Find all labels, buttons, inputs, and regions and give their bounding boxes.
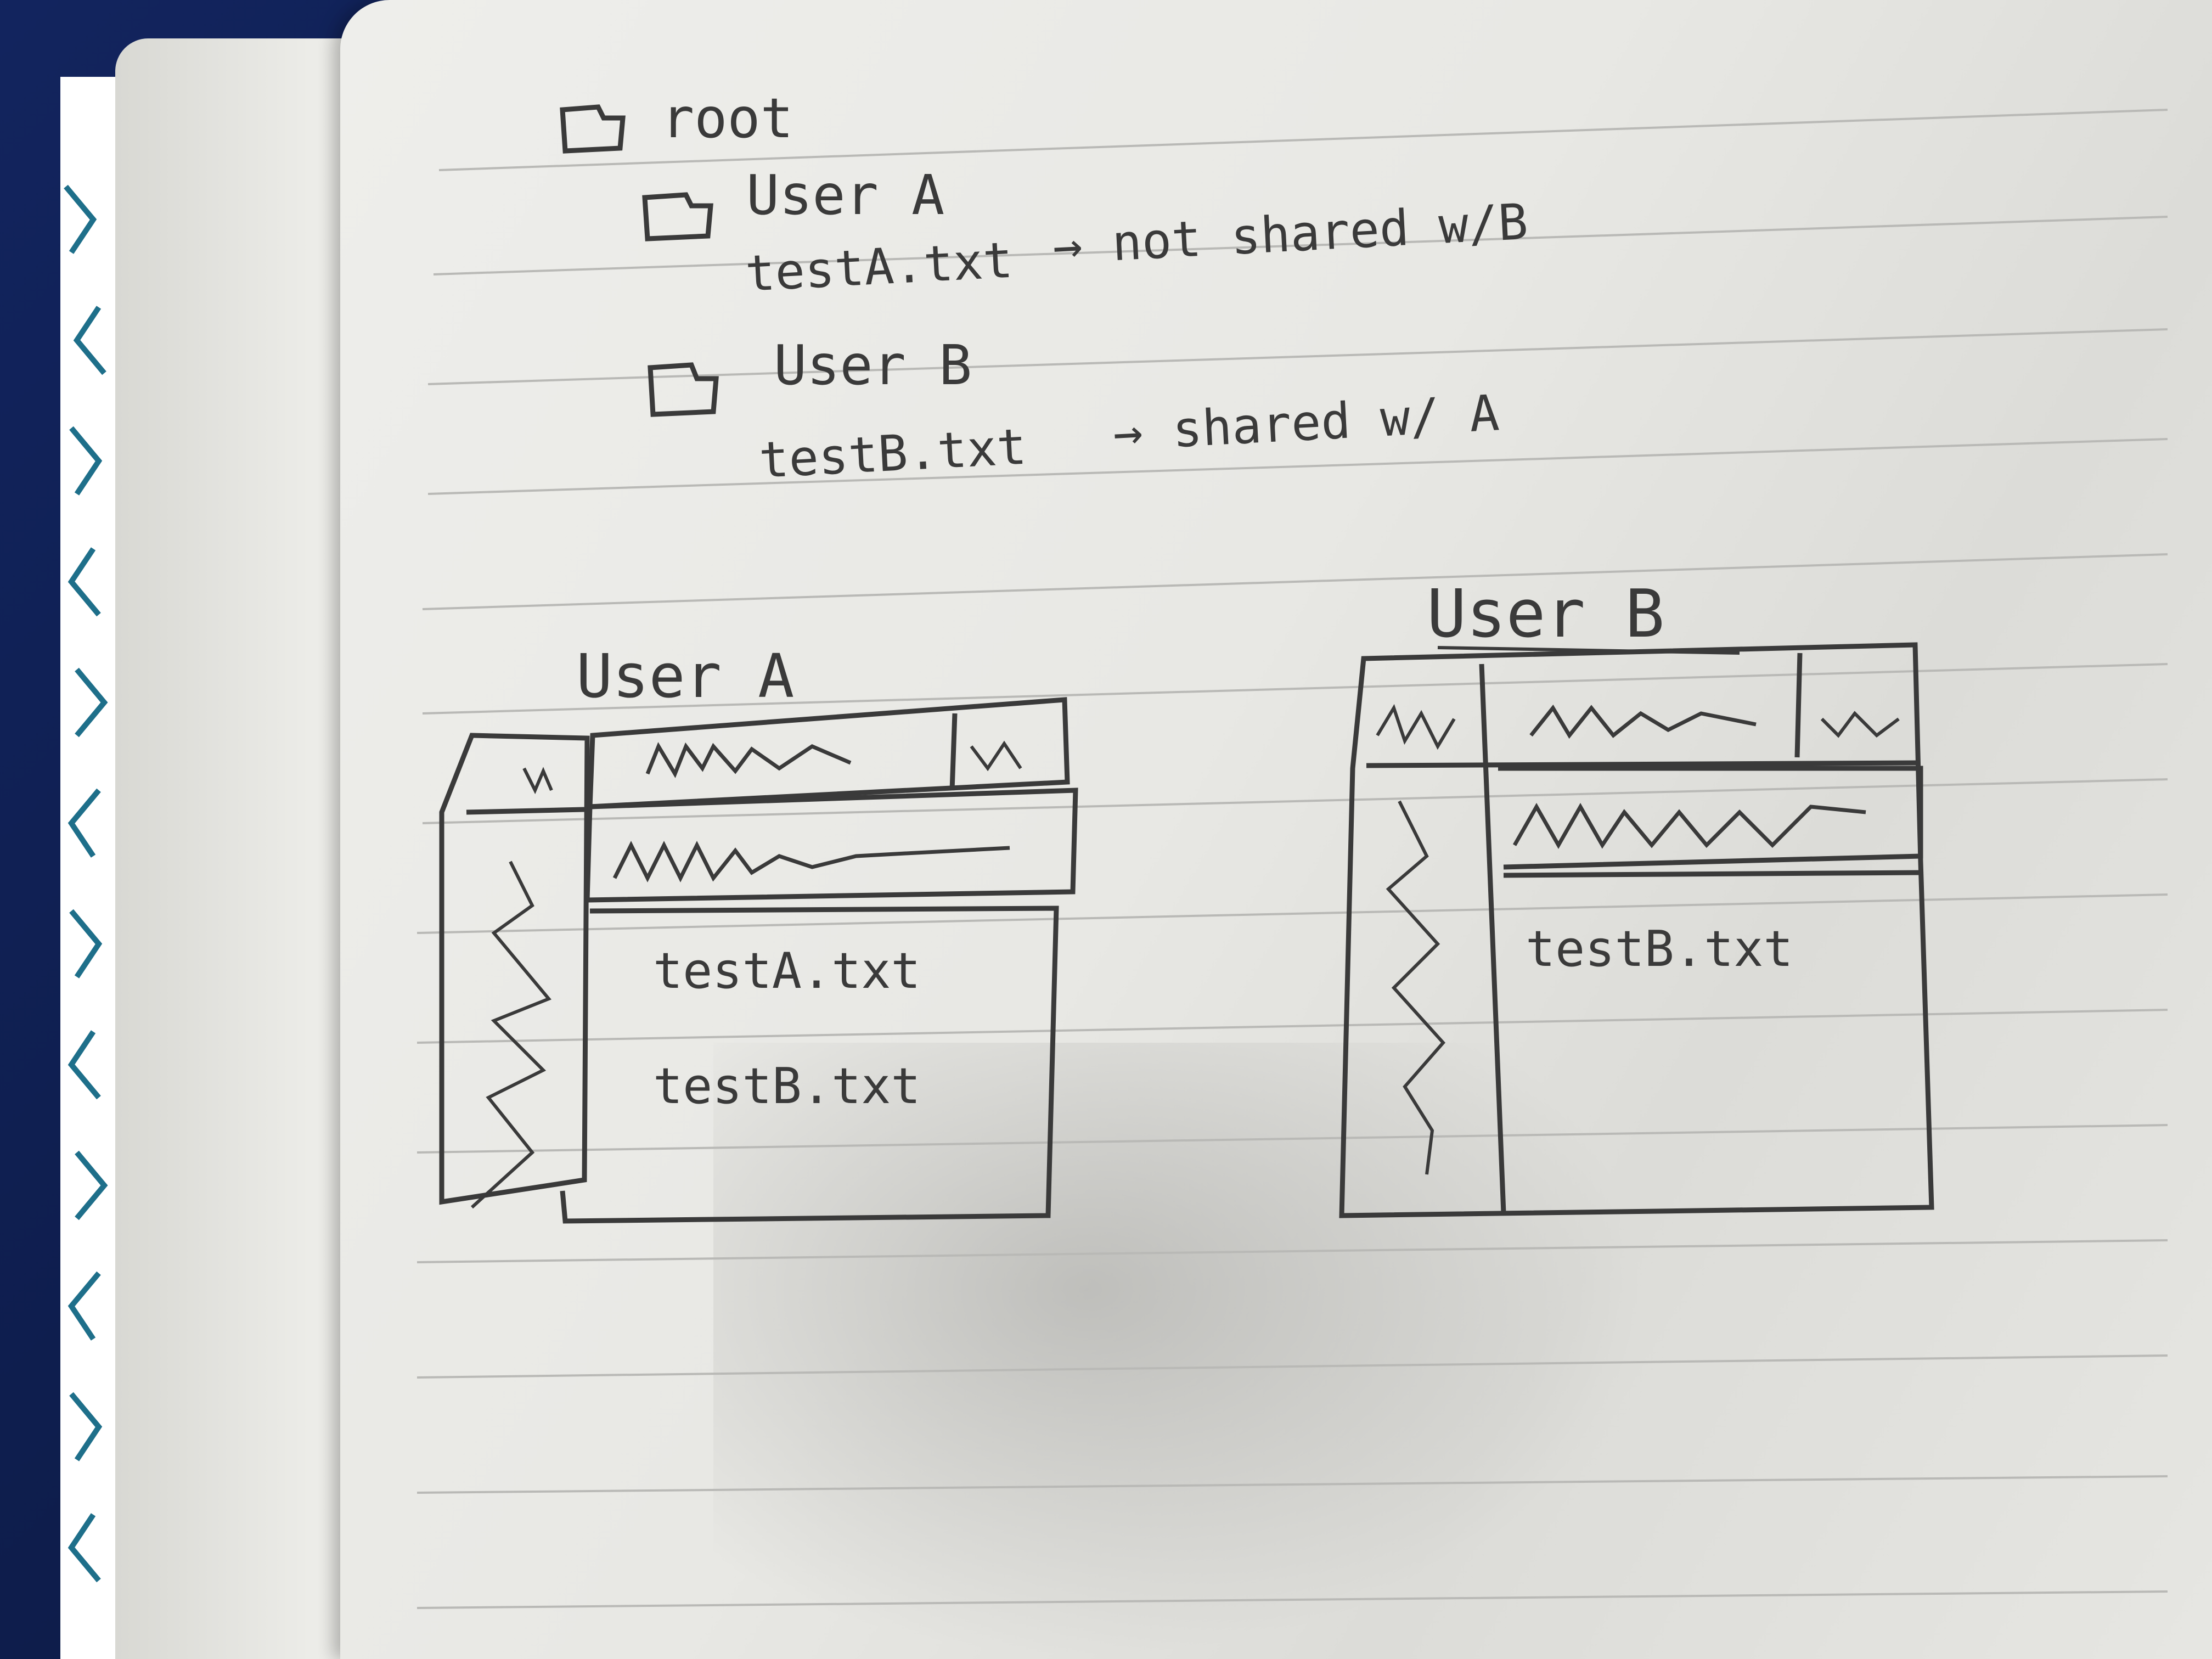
root-folder-label: root [661,86,793,150]
sidebar-column [439,733,590,1205]
wireframe-a-title: User A [576,641,794,711]
file-b-note: → shared w/ A [1112,384,1501,462]
wireframe-b-title: User B [1427,576,1664,653]
wireframe-user-a: User A testA.txt testB.txt [439,641,1078,1224]
path-bar [1498,766,1923,870]
edge-pattern [64,184,108,1583]
file-a-label: testA.txt [744,232,1014,303]
folder-icon [648,362,719,417]
user-b-folder-label: User B [774,333,972,397]
folder-tree: root User A testA.txt → not shared w/B U… [560,86,1529,490]
sidebar-scribble [1386,800,1446,1175]
content-pane [560,906,1059,1224]
path-bar [584,788,1078,903]
window-frame [1339,642,1934,1218]
sidebar-scribble [470,861,551,1209]
folder-icon [642,192,713,241]
user-a-folder-label: User A [746,163,944,227]
wireframe-user-b: User B testB.txt [1339,576,1934,1218]
notebook-page [340,0,2212,1659]
ruled-lines [416,109,2168,1609]
file-row-b[interactable]: testB.txt [653,1058,921,1115]
toolbar-bar [587,697,1070,809]
file-b-label: testB.txt [758,418,1028,490]
file-row-b[interactable]: testB.txt [1526,920,1793,978]
file-row-a[interactable]: testA.txt [653,942,921,1000]
file-a-note: → not shared w/B [1051,193,1529,275]
folder-icon [560,104,626,154]
